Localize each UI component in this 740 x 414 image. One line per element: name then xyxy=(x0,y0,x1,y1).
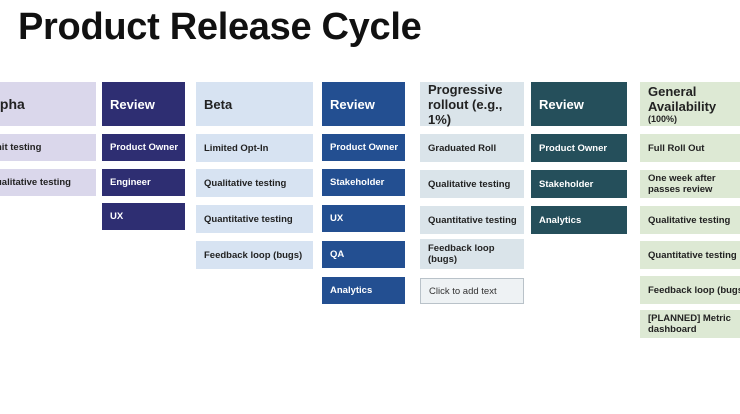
review-2-item-product-owner: Product Owner xyxy=(322,134,405,161)
column-header-review-2-label: Review xyxy=(330,96,375,112)
column-header-alpha: lpha xyxy=(0,82,96,126)
column-header-progressive: Progressive rollout (e.g., 1%) xyxy=(420,81,524,127)
review-2-item-analytics: Analytics xyxy=(322,277,405,304)
review-1-item-product-owner: Product Owner xyxy=(102,134,185,161)
review-3-item-stakeholder: Stakeholder xyxy=(531,170,627,198)
ga-item-one-week-after: One week after passes review xyxy=(640,170,740,198)
review-2-item-qa: QA xyxy=(322,241,405,268)
page-title: Product Release Cycle xyxy=(18,6,422,48)
ga-item-metric-dashboard: [PLANNED] Metric dashboard xyxy=(640,310,740,338)
review-1-item-ux: UX xyxy=(102,203,185,230)
alpha-item-qualitative-testing: ualitative testing xyxy=(0,169,96,196)
ga-item-full-roll-out: Full Roll Out xyxy=(640,134,740,162)
column-header-review-2: Review xyxy=(322,82,405,126)
review-1-item-engineer: Engineer xyxy=(102,169,185,196)
column-header-progressive-label: Progressive rollout (e.g., 1%) xyxy=(428,81,503,127)
ga-item-feedback-loop: Feedback loop (bugs xyxy=(640,276,740,304)
review-2-item-ux: UX xyxy=(322,205,405,232)
review-2-item-stakeholder: Stakeholder xyxy=(322,169,405,196)
ga-item-quantitative-testing: Quantitative testing xyxy=(640,241,740,269)
column-header-review-3: Review xyxy=(531,82,627,126)
progressive-item-qualitative-testing: Qualitative testing xyxy=(420,170,524,198)
beta-item-qualitative-testing: Qualitative testing xyxy=(196,169,313,197)
column-header-beta: Beta xyxy=(196,82,313,126)
column-header-ga-label: General Availability xyxy=(648,83,717,114)
beta-item-quantitative-testing: Quantitative testing xyxy=(196,205,313,233)
column-header-beta-label: Beta xyxy=(204,96,233,112)
review-3-item-analytics: Analytics xyxy=(531,206,627,234)
progressive-item-feedback-loop: Feedback loop (bugs) xyxy=(420,239,524,269)
review-3-item-product-owner: Product Owner xyxy=(531,134,627,162)
column-header-ga: General Availability (100%) xyxy=(640,82,740,126)
column-header-review-1: Review xyxy=(102,82,185,126)
column-header-ga-sub: (100%) xyxy=(648,113,678,124)
beta-item-feedback-loop: Feedback loop (bugs) xyxy=(196,241,313,269)
progressive-add-text-placeholder[interactable]: Click to add text xyxy=(420,278,524,304)
column-header-review-3-label: Review xyxy=(539,96,584,112)
progressive-item-quantitative-testing: Quantitative testing xyxy=(420,206,524,234)
column-header-alpha-label: lpha xyxy=(0,95,25,112)
alpha-item-unit-testing: nit testing xyxy=(0,134,96,161)
column-header-review-1-label: Review xyxy=(110,96,155,112)
beta-item-limited-opt-in: Limited Opt-In xyxy=(196,134,313,162)
progressive-item-graduated-roll: Graduated Roll xyxy=(420,134,524,162)
ga-item-qualitative-testing: Qualitative testing xyxy=(640,206,740,234)
